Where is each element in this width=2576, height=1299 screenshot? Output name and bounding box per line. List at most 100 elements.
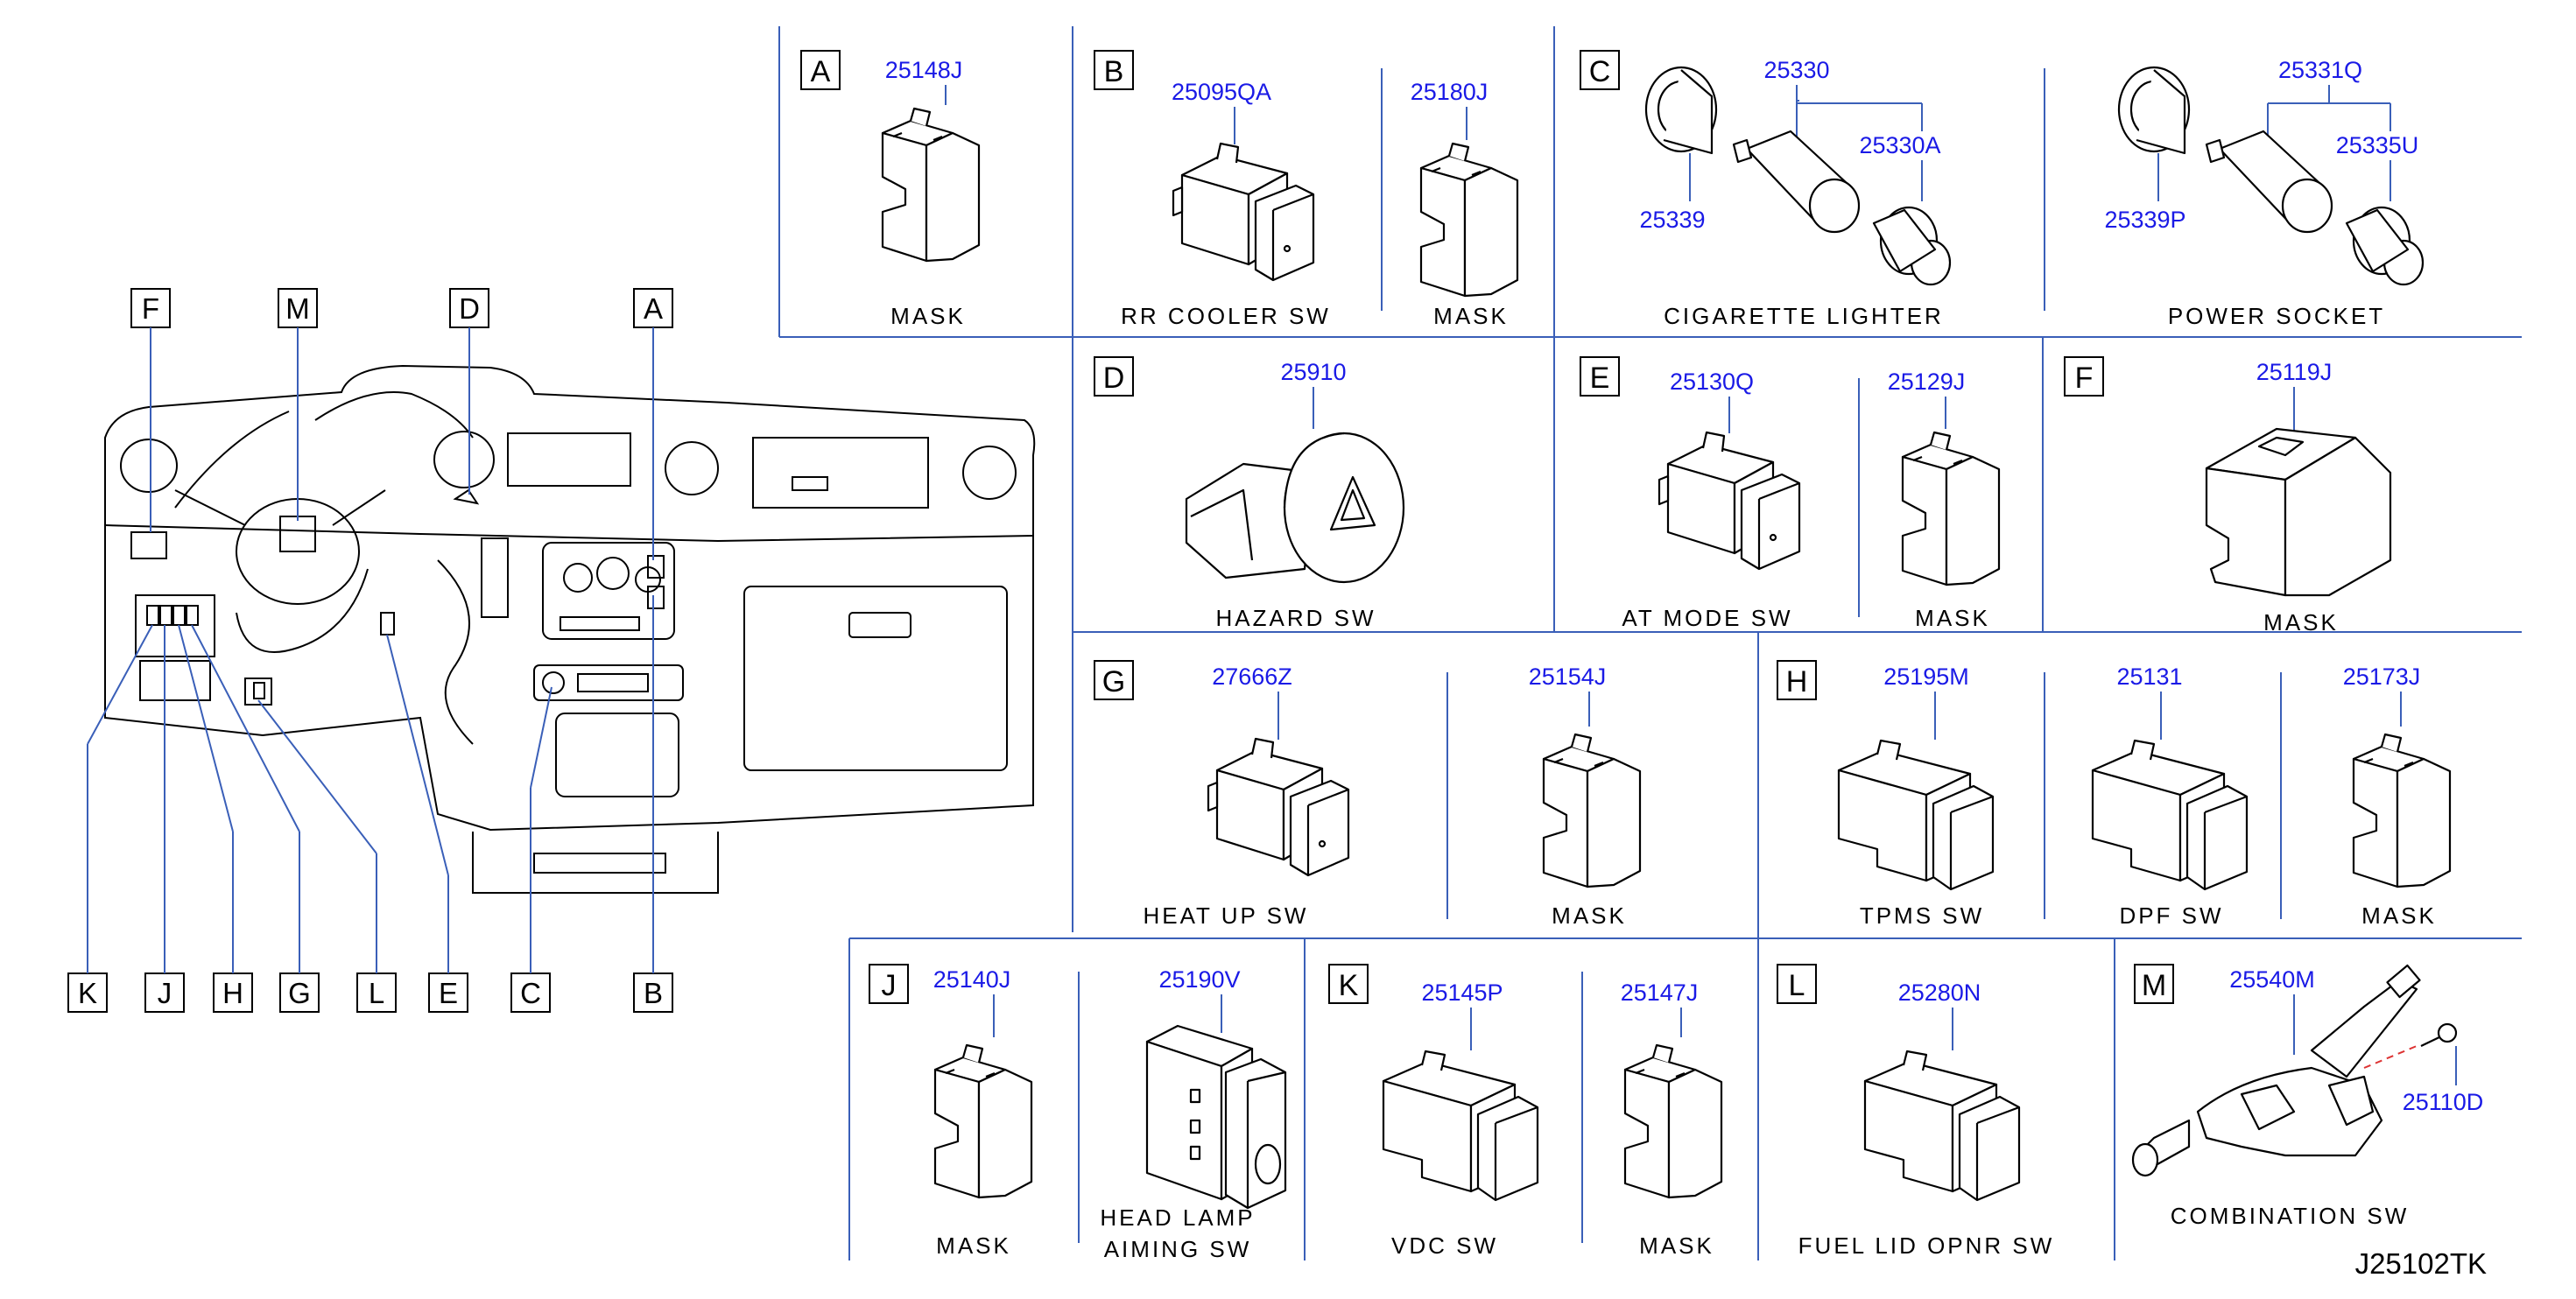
svg-text:H: H	[1786, 665, 1808, 699]
callout-D[interactable]: D	[449, 288, 489, 495]
svg-text:K: K	[78, 977, 97, 1009]
mask-part-image	[933, 1043, 1033, 1199]
svg-text:MASK: MASK	[936, 1232, 1011, 1259]
mask-part-image	[1901, 431, 2001, 586]
svg-text:POWER SOCKET: POWER SOCKET	[2168, 303, 2385, 329]
svg-text:K: K	[1339, 969, 1359, 1002]
part-number-25147J[interactable]: 25147J	[1621, 980, 1699, 1006]
part-number-25330[interactable]: 25330	[1763, 57, 1829, 83]
callout-L[interactable]: L	[257, 699, 397, 1013]
svg-text:D: D	[1103, 362, 1125, 395]
part-number-25339P[interactable]: 25339P	[2104, 207, 2185, 233]
overview-callouts-bottom: K J H G L E	[67, 595, 673, 1013]
heat-up-switch-image	[1207, 737, 1350, 877]
part-number-25180J[interactable]: 25180J	[1411, 79, 1489, 105]
part-number-25145P[interactable]: 25145P	[1421, 980, 1503, 1006]
panel-K: K 25145P VDC SW 25147J MASK	[1328, 964, 1723, 1259]
svg-text:B: B	[1104, 55, 1124, 88]
part-number-25131[interactable]: 25131	[2116, 664, 2182, 690]
part-number-25335U[interactable]: 25335U	[2336, 132, 2419, 158]
svg-text:MASK: MASK	[1639, 1232, 1714, 1259]
part-number-25540M[interactable]: 25540M	[2229, 966, 2315, 993]
mask-part-image	[1542, 733, 1642, 888]
svg-text:MASK: MASK	[1433, 303, 1509, 329]
svg-text:FUEL LID OPNR SW: FUEL LID OPNR SW	[1798, 1232, 2055, 1259]
panel-H: H 25195M TPMS SW 25131 DPF SW 25173J MAS…	[1777, 660, 2452, 929]
panel-M: M 25540M 25110D COMBINATION SW	[2131, 964, 2484, 1229]
panel-A: A 25148J MASK	[800, 50, 981, 329]
tpms-switch-image	[1837, 739, 1995, 891]
vdc-switch-image	[1382, 1050, 1539, 1202]
part-number-25330A[interactable]: 25330A	[1859, 132, 1940, 158]
part-number-25173J[interactable]: 25173J	[2343, 664, 2421, 690]
head-lamp-aiming-switch-image	[1145, 1024, 1287, 1210]
svg-text:D: D	[459, 292, 480, 325]
panel-B: B 25095QA RR COOLER SW 25180J MASK	[1094, 50, 1519, 329]
svg-text:M: M	[285, 292, 310, 325]
part-number-25154J[interactable]: 25154J	[1529, 664, 1607, 690]
panel-E: E 25130Q AT MODE SW 25129J MASK	[1580, 356, 2001, 631]
overview-callouts-top: F M D A	[130, 288, 673, 560]
drawing-code: J25102TK	[2355, 1247, 2487, 1280]
callout-K[interactable]: K	[67, 624, 153, 1013]
part-number-25195M[interactable]: 25195M	[1883, 664, 1969, 690]
panel-F: F 25119J MASK	[2064, 356, 2392, 635]
panel-J: J 25140J MASK 25190V HEAD LAMP AIMING SW	[869, 964, 1287, 1262]
svg-text:MASK: MASK	[1915, 605, 1990, 631]
svg-text:E: E	[1590, 362, 1610, 395]
part-number-25280N[interactable]: 25280N	[1898, 980, 1981, 1006]
mask-part-image	[1623, 1043, 1723, 1199]
part-number-25190V[interactable]: 25190V	[1158, 966, 1240, 993]
svg-text:A: A	[811, 55, 831, 88]
dpf-switch-image	[2091, 739, 2249, 891]
svg-text:MASK: MASK	[2361, 902, 2437, 929]
svg-text:MASK: MASK	[2263, 609, 2339, 635]
callout-A[interactable]: A	[633, 288, 673, 560]
svg-text:AT MODE SW: AT MODE SW	[1622, 605, 1792, 631]
svg-text:B: B	[644, 977, 663, 1009]
callout-J[interactable]: J	[144, 625, 185, 1013]
svg-text:L: L	[369, 977, 384, 1009]
part-number-25110D[interactable]: 25110D	[2403, 1089, 2484, 1115]
screw-image	[2420, 1022, 2458, 1047]
callout-E[interactable]: E	[386, 634, 468, 1013]
callout-G[interactable]: G	[191, 624, 320, 1013]
panel-G: G 27666Z HEAT UP SW 25154J MASK	[1094, 660, 1642, 929]
part-number-25148J[interactable]: 25148J	[885, 57, 963, 83]
svg-text:C: C	[1589, 55, 1611, 88]
callout-M[interactable]: M	[278, 288, 318, 521]
part-number-25119J[interactable]: 25119J	[2256, 359, 2333, 385]
callout-H[interactable]: H	[178, 624, 253, 1013]
fuel-lid-opener-switch-image	[1863, 1050, 2021, 1202]
mask-part-image	[2352, 733, 2452, 888]
power-socket-image	[2117, 66, 2425, 286]
at-mode-switch-image	[1658, 431, 1801, 571]
part-number-25095QA[interactable]: 25095QA	[1172, 79, 1271, 105]
part-number-25339[interactable]: 25339	[1639, 207, 1705, 233]
svg-text:G: G	[288, 977, 311, 1009]
panel-grid	[778, 26, 2522, 1260]
svg-text:E: E	[439, 977, 458, 1009]
part-number-25129J[interactable]: 25129J	[1888, 369, 1966, 395]
callout-F[interactable]: F	[130, 288, 171, 532]
svg-text:HEAT UP SW: HEAT UP SW	[1144, 902, 1309, 929]
mask-part-image	[1419, 142, 1519, 298]
svg-text:COMBINATION SW: COMBINATION SW	[2171, 1203, 2410, 1229]
svg-text:HAZARD SW: HAZARD SW	[1216, 605, 1376, 631]
part-number-25130Q[interactable]: 25130Q	[1670, 369, 1754, 395]
svg-text:J: J	[882, 969, 897, 1002]
part-number-25331Q[interactable]: 25331Q	[2278, 57, 2362, 83]
panel-D: D 25910 HAZARD SW	[1094, 356, 1405, 631]
svg-text:L: L	[1789, 969, 1805, 1002]
callout-C[interactable]: C	[510, 686, 553, 1013]
callout-B[interactable]: B	[633, 595, 673, 1013]
svg-text:MASK: MASK	[890, 303, 966, 329]
mask-part-image	[881, 107, 981, 263]
part-number-25910[interactable]: 25910	[1280, 359, 1346, 385]
part-number-27666Z[interactable]: 27666Z	[1212, 664, 1292, 690]
part-number-25140J[interactable]: 25140J	[933, 966, 1011, 993]
mask-part-image	[2205, 427, 2392, 597]
hazard-switch-image	[1185, 432, 1405, 584]
panel-C: C 25330 25330A 25339 CIGARETTE LIGHTER 2…	[1580, 50, 2425, 329]
